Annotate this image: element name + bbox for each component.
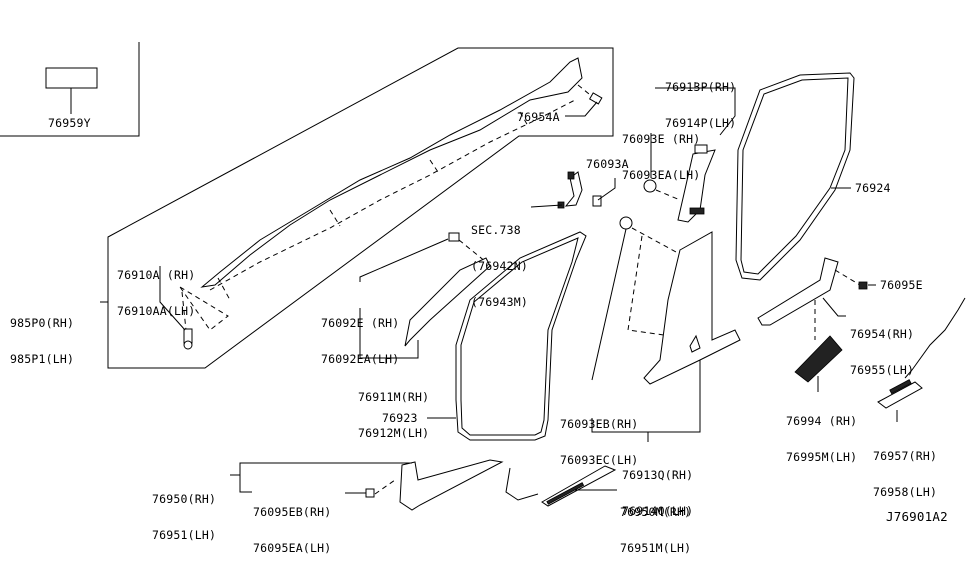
part-number-lh: 76955(LH) (850, 363, 915, 377)
part-label-76910a[interactable]: 76910A (RH) 76910AA(LH) (117, 245, 195, 329)
part-label-76950[interactable]: 76950(RH) 76951(LH) (152, 469, 216, 553)
inset-frame (0, 42, 140, 137)
part-label-76095e[interactable]: 76095E (880, 278, 923, 292)
part-label-76913q[interactable]: 76913Q(RH) 76914Q(LH) (622, 445, 693, 529)
part-number-lh: 76093EC(LH) (560, 453, 639, 467)
part-number-lh: 985P1(LH) (10, 352, 75, 366)
part-label-985p0[interactable]: 985P0(RH) 985P1(LH) (10, 293, 74, 377)
part-number-rh: 76950M(RH) (620, 505, 692, 519)
part-label-76954[interactable]: 76954(RH) 76955(LH) (850, 304, 914, 388)
part-label-76911m[interactable]: 76911M(RH) 76912M(LH) (358, 367, 429, 451)
part-label-76957[interactable]: 76957(RH) 76958(LH) (873, 426, 937, 510)
part-number-rh: 76095EB(RH) (253, 505, 332, 519)
curtain-airbag (179, 57, 603, 350)
clip-icon (643, 179, 657, 193)
front-scuff-plate (505, 465, 617, 507)
rear-kick-plate (757, 257, 876, 340)
part-number-lh: 76093EA(LH) (622, 168, 701, 182)
label-plate-part (45, 67, 98, 89)
part-number-lh: 76958(LH) (873, 485, 938, 499)
screw-icon (592, 195, 602, 207)
part-label-sec-738[interactable]: SEC.738 (76942N) (76943M) (471, 200, 528, 320)
clip-icon (619, 216, 633, 230)
part-label-76093a[interactable]: 76093A (586, 157, 629, 171)
rear-scuff-plate (877, 297, 966, 422)
b-pillar-lower-trim (591, 216, 741, 442)
part-number-rh: 76093EB(RH) (560, 417, 639, 431)
bolt-icon (588, 92, 603, 105)
part-label-76954a[interactable]: 76954A (517, 110, 560, 124)
front-door-weatherstrip (455, 231, 587, 441)
part-number-rh: 76092E (RH) (321, 316, 400, 330)
assist-grip (530, 171, 616, 209)
part-number-rh: 76954(RH) (850, 327, 915, 341)
part-number-lh: 76092EA(LH) (321, 352, 400, 366)
part-label-76913p[interactable]: 76913P(RH) 76914P(LH) (665, 57, 736, 141)
part-label-76994[interactable]: 76994 (RH) 76995M(LH) (786, 391, 857, 475)
part-number-lh: 76951(LH) (152, 528, 217, 542)
part-label-76959y[interactable]: 76959Y (48, 116, 91, 130)
clip-icon (858, 281, 868, 290)
part-number-rh: 76913Q(RH) (622, 468, 694, 482)
front-kick-plate (230, 459, 504, 511)
part-number-lh: 76910AA(LH) (117, 304, 196, 318)
part-number-rh: 76994 (RH) (786, 414, 858, 428)
part-number-lh: 76914P(LH) (665, 116, 737, 130)
part-label-76093e[interactable]: 76093E (RH) 76093EA(LH) (622, 109, 700, 193)
part-number-lh: 76095EA(LH) (253, 541, 332, 555)
a-pillar-trim (359, 232, 491, 364)
section-reference: SEC.738 (471, 223, 521, 237)
part-number-rh: 76093E (RH) (622, 132, 701, 146)
step-grille (794, 335, 843, 392)
b-pillar-upper-trim (643, 82, 736, 223)
part-number-rh: 985P0(RH) (10, 316, 75, 330)
part-label-76950m[interactable]: 76950M(RH) 76951M(LH) (620, 482, 691, 566)
part-number-rh: 76913P(RH) (665, 80, 737, 94)
part-label-76092e[interactable]: 76092E (RH) 76092EA(LH) (321, 293, 399, 377)
part-label-76924[interactable]: 76924 (855, 181, 891, 195)
part-label-76095eb[interactable]: 76095EB(RH) 76095EA(LH) (253, 482, 331, 566)
part-number-lh: 76914Q(LH) (622, 504, 694, 518)
part-label-76923[interactable]: 76923 (382, 411, 418, 425)
airbag-enclosure (107, 47, 614, 369)
part-number-lh: 76951M(LH) (620, 541, 692, 555)
part-number-rh: (76942N) (471, 259, 528, 273)
diagram-code: J76901A2 (886, 509, 948, 524)
part-number-rh: 76950(RH) (152, 492, 217, 506)
part-number-lh: 76912M(LH) (358, 426, 430, 440)
part-label-76093eb[interactable]: 76093EB(RH) 76093EC(LH) (560, 394, 638, 478)
part-number-rh: 76910A (RH) (117, 268, 196, 282)
part-number-lh: (76943M) (471, 295, 528, 309)
clip-icon (365, 488, 375, 498)
rear-door-weatherstrip (735, 72, 855, 281)
part-number-lh: 76995M(LH) (786, 450, 858, 464)
part-number-rh: 76911M(RH) (358, 390, 430, 404)
part-number-rh: 76957(RH) (873, 449, 938, 463)
